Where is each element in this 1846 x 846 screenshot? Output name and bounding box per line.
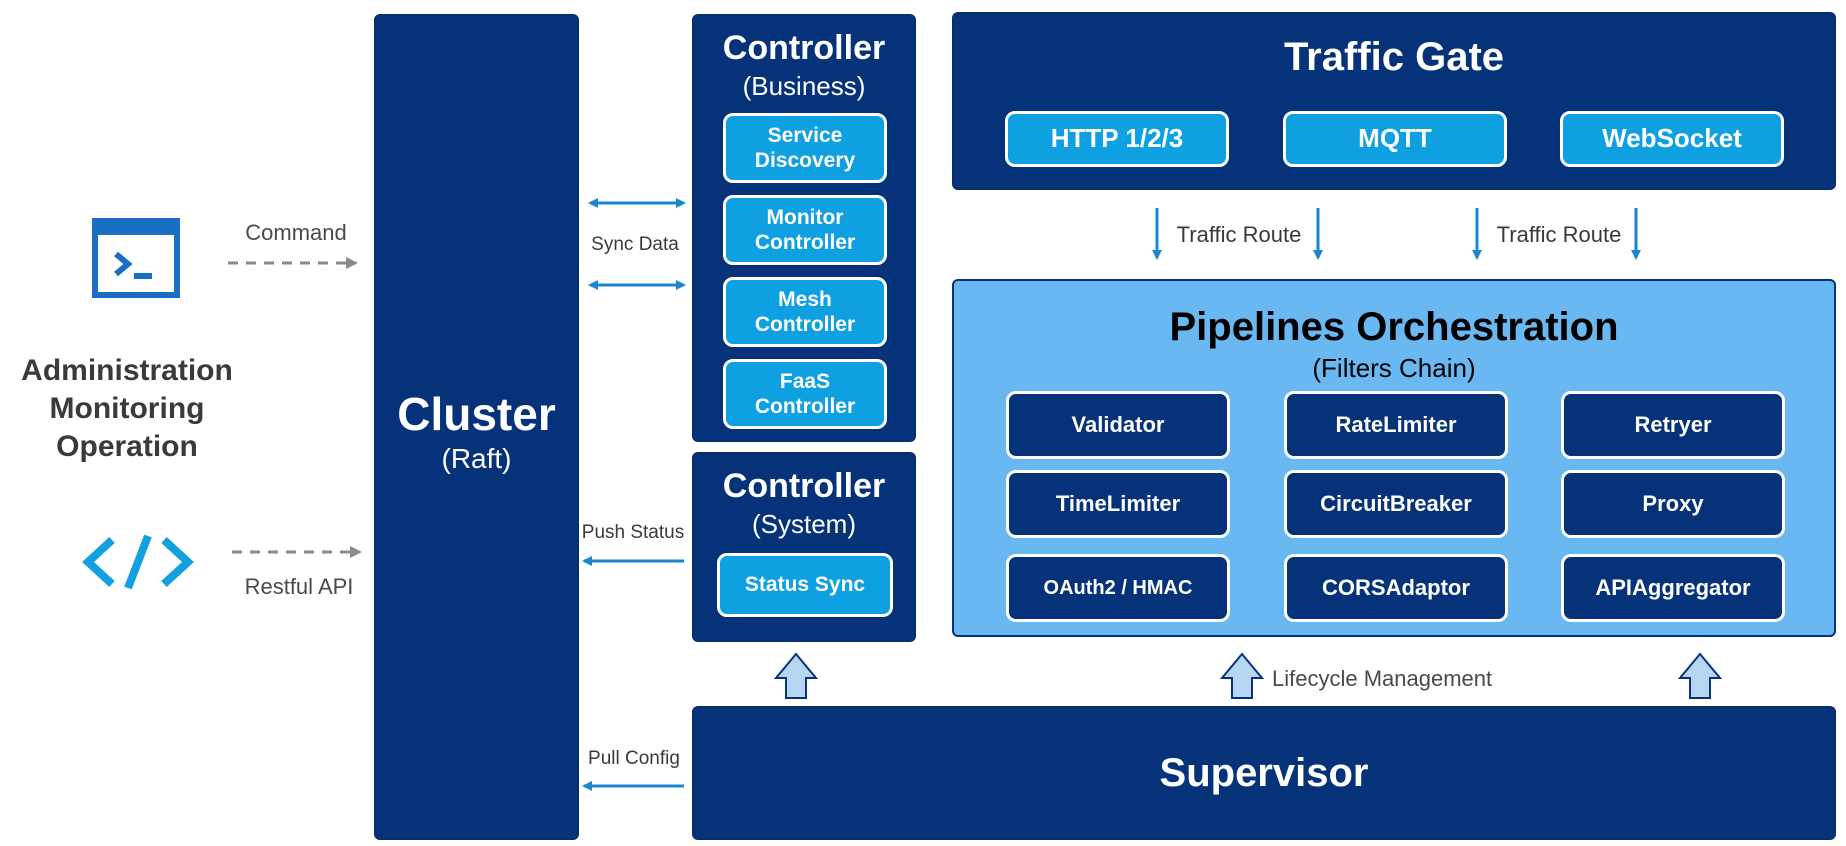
mesh-controller-line2: Controller: [754, 313, 856, 336]
faas-controller-line2: Controller: [754, 395, 856, 418]
filter-apiaggregator: APIAggregator: [1561, 554, 1785, 622]
filter-proxy: Proxy: [1561, 470, 1785, 538]
filter-retryer: Retryer: [1561, 391, 1785, 459]
controller-system-subtitle: (System): [752, 509, 856, 539]
admin-label: Administration Monitoring Operation: [0, 352, 254, 466]
controller-business-title: Controller: [722, 29, 886, 67]
protocol-websocket: WebSocket: [1560, 111, 1784, 167]
cluster-title: Cluster: [397, 388, 556, 440]
controller-system-title: Controller: [722, 467, 886, 505]
lifecycle-up-arrow-pipelines-right: [1677, 652, 1723, 699]
push-status-label: Push Status: [581, 522, 685, 543]
code-brackets-icon: [82, 532, 194, 592]
faas-controller-line1: FaaS: [779, 369, 831, 393]
monitor-controller-line1: Monitor: [766, 205, 844, 229]
traffic-route-label-1: Traffic Route: [1176, 222, 1302, 247]
sync-data-label: Sync Data: [591, 234, 679, 255]
cluster-panel: Cluster (Raft): [374, 14, 579, 840]
filter-circuitbreaker: CircuitBreaker: [1284, 470, 1508, 538]
status-sync-box: Status Sync: [717, 553, 893, 617]
mesh-controller-line1: Mesh: [778, 287, 832, 311]
traffic-gate-title: Traffic Gate: [1283, 35, 1505, 79]
protocol-mqtt: MQTT: [1283, 111, 1507, 167]
admin-line-operation: Operation: [56, 430, 198, 463]
service-discovery-line2: Discovery: [754, 149, 856, 172]
controller-system-panel: Controller (System) Status Sync: [692, 452, 916, 642]
controller-business-subtitle: (Business): [742, 71, 866, 101]
restful-api-label: Restful API: [244, 574, 354, 599]
filter-timelimiter: TimeLimiter: [1006, 470, 1230, 538]
filter-corsadaptor: CORSAdaptor: [1284, 554, 1508, 622]
supervisor-title: Supervisor: [1159, 751, 1369, 795]
cluster-subtitle: (Raft): [441, 443, 512, 474]
pipelines-title: Pipelines Orchestration: [1169, 305, 1619, 349]
pull-config-label: Pull Config: [588, 748, 680, 769]
pipelines-subtitle: (Filters Chain): [1312, 353, 1476, 383]
service-discovery-line1: Service: [767, 123, 843, 147]
filter-oauth2-hmac: OAuth2 / HMAC: [1006, 554, 1230, 622]
filter-validator: Validator: [1006, 391, 1230, 459]
terminal-icon: [92, 218, 180, 298]
admin-line-administration: Administration: [21, 354, 233, 387]
lifecycle-management-label: Lifecycle Management: [1272, 666, 1493, 691]
traffic-route-label-2: Traffic Route: [1496, 222, 1622, 247]
traffic-gate-panel: Traffic Gate HTTP 1/2/3 MQTT WebSocket: [952, 12, 1836, 190]
lifecycle-up-arrow-pipelines-left: [1219, 652, 1265, 699]
supervisor-panel: Supervisor: [692, 706, 1836, 840]
command-label: Command: [245, 220, 347, 245]
filter-ratelimiter: RateLimiter: [1284, 391, 1508, 459]
monitor-controller-line2: Controller: [754, 231, 856, 254]
pipelines-panel: Pipelines Orchestration (Filters Chain) …: [952, 279, 1836, 637]
lifecycle-up-arrow-controller: [773, 652, 819, 699]
protocol-http: HTTP 1/2/3: [1005, 111, 1229, 167]
admin-line-monitoring: Monitoring: [49, 392, 205, 425]
